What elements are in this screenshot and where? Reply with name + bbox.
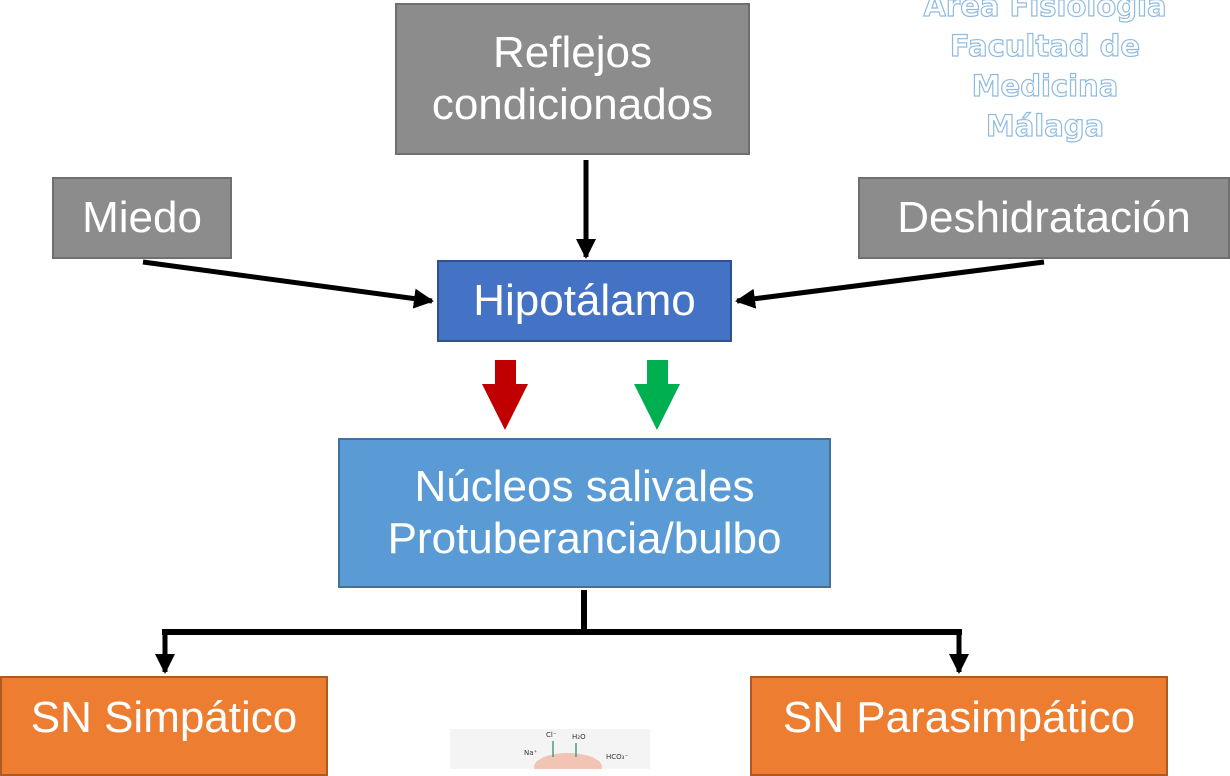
node-reflejos-line-2: condicionados [431, 80, 714, 129]
thumb-label-na: Na⁺ [524, 749, 538, 757]
node-sn-simpatico-label: SN Simpático [30, 693, 298, 742]
node-miedo: Miedo [52, 177, 232, 259]
node-hipotalamo: Hipotálamo [437, 260, 732, 342]
watermark-line-3: Málaga [985, 108, 1105, 143]
node-sn-parasimpatico-label: SN Parasimpático [782, 693, 1136, 742]
node-nucleos-salivales: Núcleos salivales Protuberancia/bulbo [338, 438, 831, 588]
arrow-miedo-to-hipotalamo [142, 259, 434, 309]
node-nucleos-line-1: Núcleos salivales [414, 462, 755, 512]
node-sn-simpatico: SN Simpático [0, 676, 328, 776]
node-nucleos-line-2: Protuberancia/bulbo [387, 514, 782, 563]
green-down-arrow [634, 360, 680, 430]
arrow-deshidratacion-to-hipotalamo [735, 259, 1045, 309]
node-deshidratacion-label: Deshidratación [897, 193, 1191, 243]
node-sn-parasimpatico: SN Parasimpático [750, 676, 1168, 776]
watermark: Área Fisiología Facultad de Medicina Mál… [880, 0, 1210, 146]
watermark-line-2: Facultad de Medicina [949, 28, 1141, 103]
red-down-arrow [482, 360, 528, 430]
node-hipotalamo-label: Hipotálamo [473, 276, 696, 326]
node-reflejos-line-1: Reflejos [493, 28, 652, 78]
thumb-label-cl: Cl⁻ [546, 731, 557, 739]
thumb-label-h2o: H₂O [572, 733, 586, 741]
watermark-line-1: Área Fisiología [923, 0, 1167, 24]
cell-diagram-thumbnail: Cl⁻ H₂O Na⁺ HCO₃⁻ [450, 729, 650, 769]
thumb-label-hco3: HCO₃⁻ [606, 753, 629, 761]
node-deshidratacion: Deshidratación [858, 177, 1230, 259]
node-reflejos-condicionados: Reflejos condicionados [395, 3, 750, 155]
node-miedo-label: Miedo [82, 193, 202, 243]
